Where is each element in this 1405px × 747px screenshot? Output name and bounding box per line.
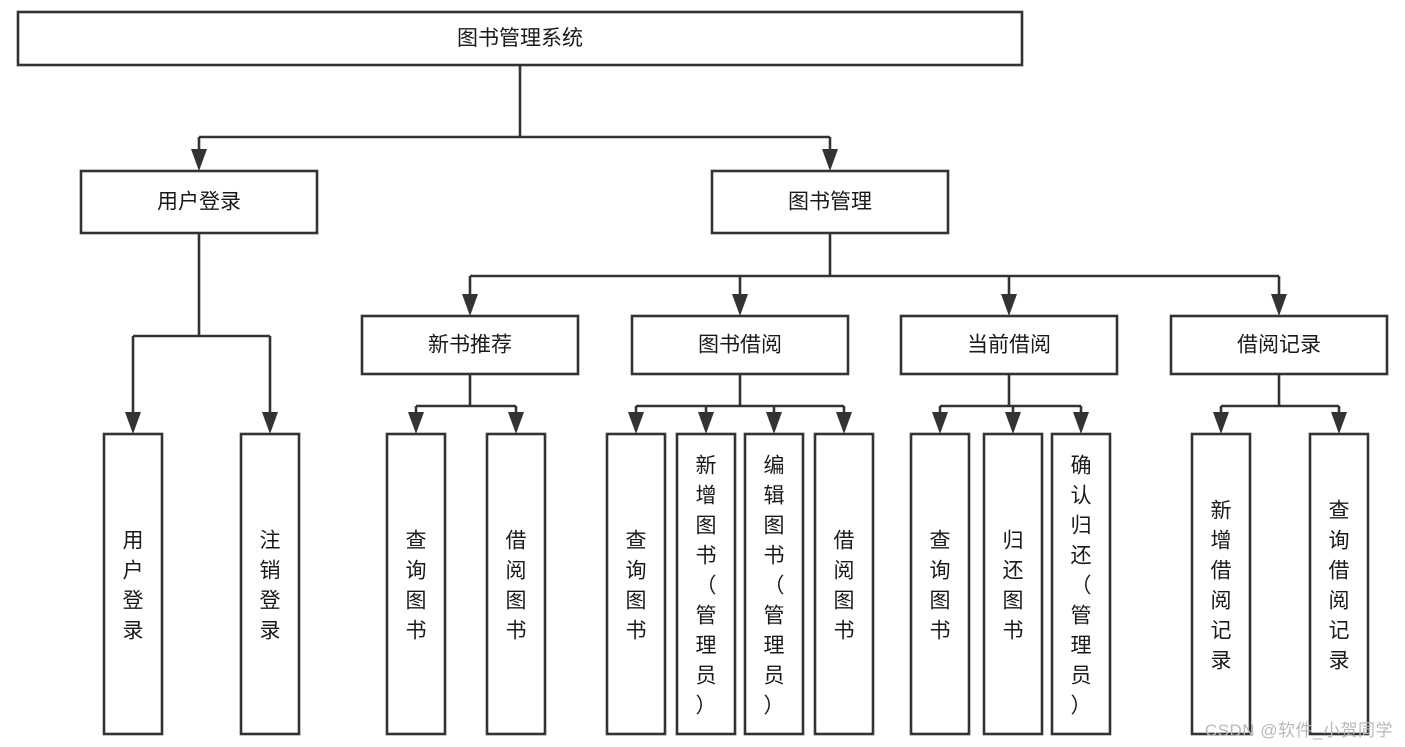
node-label-leaf-add-borrow-record: 新增借阅记录 <box>1211 499 1232 672</box>
arrow-head-icon <box>1005 412 1021 434</box>
node-label-leaf-borrow-book: 借阅图书 <box>834 529 855 642</box>
node-box-leaf-query-book-recommend[interactable] <box>385 432 447 736</box>
connectors-layer <box>125 65 1347 434</box>
node-user-login[interactable]: 用户登录 <box>79 169 319 235</box>
node-book-borrow[interactable]: 图书借阅 <box>630 314 850 376</box>
node-leaf-query-book-borrow[interactable]: 查询图书 <box>605 432 667 736</box>
arrow-head-icon <box>698 412 714 434</box>
node-box-leaf-query-book-current[interactable] <box>909 432 971 736</box>
connector-group-current-to-leaves <box>932 374 1089 434</box>
node-leaf-user-login[interactable]: 用户登录 <box>102 432 164 736</box>
arrow-head-icon <box>1331 412 1347 434</box>
node-book-management[interactable]: 图书管理 <box>710 169 950 235</box>
node-box-leaf-logout-login[interactable] <box>239 432 301 736</box>
node-leaf-edit-book-admin[interactable]: 编辑图书（管理员） <box>743 432 805 736</box>
node-leaf-add-book-admin[interactable]: 新增图书（管理员） <box>675 432 737 736</box>
node-label-root: 图书管理系统 <box>457 27 583 50</box>
node-box-user-login[interactable] <box>79 169 319 235</box>
node-label-leaf-user-login: 用户登录 <box>123 529 144 642</box>
node-current-borrow[interactable]: 当前借阅 <box>899 314 1119 376</box>
node-root[interactable]: 图书管理系统 <box>16 10 1024 67</box>
node-leaf-logout-login[interactable]: 注销登录 <box>239 432 301 736</box>
node-leaf-confirm-return-admin[interactable]: 确认归还（管理员） <box>1050 432 1112 736</box>
arrow-head-icon <box>408 412 424 434</box>
node-new-book-recommend[interactable]: 新书推荐 <box>360 314 580 376</box>
node-label-leaf-logout-login: 注销登录 <box>260 529 281 642</box>
node-label-leaf-query-book-current: 查询图书 <box>930 529 951 642</box>
arrow-head-icon <box>508 412 524 434</box>
arrow-head-icon <box>1271 294 1287 316</box>
node-box-leaf-query-borrow-record[interactable] <box>1308 432 1370 736</box>
node-leaf-return-book[interactable]: 归还图书 <box>982 432 1044 736</box>
node-box-leaf-edit-book-admin[interactable] <box>743 432 805 736</box>
node-label-leaf-confirm-return-admin: 确认归还（管理员） <box>1071 454 1092 717</box>
node-leaf-query-book-recommend[interactable]: 查询图书 <box>385 432 447 736</box>
node-label-leaf-query-book-borrow: 查询图书 <box>626 529 647 642</box>
node-box-leaf-borrow-book[interactable] <box>813 432 875 736</box>
node-label-leaf-query-book-recommend: 查询图书 <box>406 529 427 642</box>
node-box-leaf-borrow-book-recommend[interactable] <box>485 432 547 736</box>
nodes-layer: 图书管理系统用户登录图书管理新书推荐图书借阅当前借阅借阅记录用户登录注销登录查询… <box>16 10 1389 736</box>
node-label-leaf-borrow-book-recommend: 借阅图书 <box>506 529 527 642</box>
arrow-head-icon <box>1001 294 1017 316</box>
node-box-leaf-add-book-admin[interactable] <box>675 432 737 736</box>
node-box-leaf-query-book-borrow[interactable] <box>605 432 667 736</box>
node-label-book-borrow: 图书借阅 <box>698 334 782 357</box>
node-leaf-query-book-current[interactable]: 查询图书 <box>909 432 971 736</box>
connector-group-recommend-to-leaves <box>408 374 524 434</box>
arrow-head-icon <box>191 149 207 171</box>
arrow-head-icon <box>932 412 948 434</box>
node-label-user-login: 用户登录 <box>157 191 241 214</box>
arrow-head-icon <box>262 412 278 434</box>
node-box-root[interactable] <box>16 10 1024 67</box>
node-label-current-borrow: 当前借阅 <box>967 334 1051 357</box>
node-box-leaf-return-book[interactable] <box>982 432 1044 736</box>
arrow-head-icon <box>125 412 141 434</box>
node-leaf-borrow-book[interactable]: 借阅图书 <box>813 432 875 736</box>
arrow-head-icon <box>766 412 782 434</box>
arrow-head-icon <box>822 149 838 171</box>
node-leaf-borrow-book-recommend[interactable]: 借阅图书 <box>485 432 547 736</box>
connector-group-records-to-leaves <box>1213 374 1347 434</box>
arrow-head-icon <box>462 294 478 316</box>
arrow-head-icon <box>732 294 748 316</box>
arrow-head-icon <box>836 412 852 434</box>
node-label-book-management: 图书管理 <box>788 191 872 214</box>
arrow-head-icon <box>1213 412 1229 434</box>
node-label-leaf-return-book: 归还图书 <box>1003 529 1024 642</box>
node-leaf-query-borrow-record[interactable]: 查询借阅记录 <box>1308 432 1370 736</box>
arrow-head-icon <box>628 412 644 434</box>
node-box-new-book-recommend[interactable] <box>360 314 580 376</box>
connector-group-borrow-to-leaves <box>628 374 852 434</box>
node-box-book-borrow[interactable] <box>630 314 850 376</box>
connector-group-userlogin-to-leaves <box>125 233 278 434</box>
node-box-leaf-confirm-return-admin[interactable] <box>1050 432 1112 736</box>
node-box-leaf-add-borrow-record[interactable] <box>1190 432 1252 736</box>
node-label-leaf-add-book-admin: 新增图书（管理员） <box>696 454 717 717</box>
node-box-borrow-records[interactable] <box>1169 314 1389 376</box>
node-label-leaf-query-borrow-record: 查询借阅记录 <box>1329 499 1350 672</box>
node-label-borrow-records: 借阅记录 <box>1237 334 1321 357</box>
node-box-leaf-user-login[interactable] <box>102 432 164 736</box>
node-label-new-book-recommend: 新书推荐 <box>428 334 512 357</box>
arrow-head-icon <box>1073 412 1089 434</box>
node-label-leaf-edit-book-admin: 编辑图书（管理员） <box>764 454 785 717</box>
node-box-current-borrow[interactable] <box>899 314 1119 376</box>
node-leaf-add-borrow-record[interactable]: 新增借阅记录 <box>1190 432 1252 736</box>
connector-group-bookmgmt-to-level3 <box>462 233 1287 316</box>
connector-group-root-to-level2 <box>191 65 838 171</box>
node-box-book-management[interactable] <box>710 169 950 235</box>
node-borrow-records[interactable]: 借阅记录 <box>1169 314 1389 376</box>
